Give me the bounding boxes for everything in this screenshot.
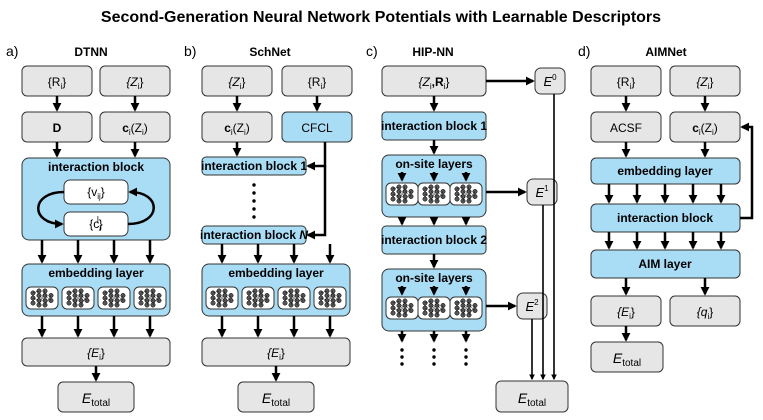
hipnn-onsite-2-inner-arrows [397, 286, 471, 296]
hipnn-ellipsis [397, 331, 471, 366]
hipnn-arrows-to-total [529, 94, 557, 381]
schnet-arrow-cfcl-ib1 [306, 142, 327, 171]
schnet-embedding-layer-label: embedding layer [228, 266, 324, 280]
network-icon [449, 296, 483, 320]
aimnet-feedback-arrow [740, 122, 754, 220]
panel-d-aimnet: d) AIMNet {Ri} {Zi} ACSF ci(Zi) embeddin… [578, 43, 754, 373]
dtnn-input-r: {Ri} [48, 75, 66, 91]
network-icon [133, 286, 167, 310]
aimnet-arrows-ib-aim [604, 232, 726, 250]
schnet-arrow-cfcl-ibn [306, 166, 327, 240]
schnet-arrows-ibn-el [217, 244, 335, 264]
dtnn-cil: {cil} [89, 215, 103, 233]
dtnn-descriptor: D [53, 121, 62, 135]
hipnn-e1-box [526, 178, 558, 206]
aimnet-interaction-block-label: interaction block [617, 211, 713, 225]
panel-a-label: a) [6, 43, 18, 59]
dtnn-loop-left [37, 190, 65, 229]
hipnn-arrows-ol1-ib2 [397, 216, 471, 226]
dtnn-embedding-layer-label: embedding layer [48, 266, 144, 280]
network-icon [97, 286, 131, 310]
aimnet-aim-layer [590, 249, 741, 279]
schnet-cfcl: CFCL [301, 121, 333, 135]
panel-a-name: DTNN [74, 45, 107, 59]
panel-d-name: AIMNet [645, 45, 686, 59]
dtnn-vij: {vij} [87, 185, 105, 201]
network-icon [417, 182, 451, 206]
dtnn-total: Etotal [82, 390, 110, 409]
panel-c-name: HIP-NN [412, 45, 453, 59]
schnet-cfcl-box [281, 111, 353, 143]
network-icon [241, 286, 275, 310]
network-icon [205, 286, 239, 310]
dtnn-interaction-block-label: interaction block [48, 160, 144, 174]
aimnet-embed-fn: ci(Zi) [692, 121, 718, 137]
network-icon [313, 286, 347, 310]
panel-b-name: SchNet [249, 45, 290, 59]
aimnet-input-z: {Zi} [696, 75, 713, 91]
hipnn-e1: E1 [535, 184, 549, 200]
schnet-interaction-block-1 [201, 156, 307, 176]
network-icon [449, 182, 483, 206]
aimnet-input-r: {Ri} [617, 75, 635, 91]
dtnn-loop-right [127, 187, 155, 226]
schnet-embedding-layer [201, 263, 351, 317]
schnet-total: Etotal [262, 390, 290, 409]
network-icon [417, 296, 451, 320]
schnet-ellipsis [252, 183, 256, 219]
hipnn-e0: E0 [543, 73, 557, 89]
dtnn-embed-fn: ci(Zi) [122, 121, 148, 137]
hipnn-e2: E2 [525, 298, 539, 314]
hipnn-interaction-block-2-label: interaction block 2 [381, 233, 487, 247]
schnet-interaction-block-1-label: interaction block 1 [201, 159, 307, 173]
hipnn-onsite-layers-1-label: on-site layers [395, 157, 473, 171]
dtnn-energies: {Ei} [87, 346, 105, 362]
schnet-input-z: {Zi} [228, 75, 245, 91]
dtnn-arrows-ib-el [37, 240, 155, 264]
hipnn-onsite-layers-2-label: on-site layers [395, 271, 473, 285]
aimnet-total-box [590, 341, 664, 373]
hipnn-total-box [495, 380, 569, 413]
dtnn-embedding-layer [21, 263, 171, 317]
panel-a-dtnn: a) DTNN {Ri} {Zi} D ci(Zi) interaction b… [6, 43, 171, 413]
panel-c-label: c) [366, 43, 378, 59]
dtnn-input-z: {Zi} [126, 75, 143, 91]
panel-d-label: d) [578, 43, 590, 59]
dtnn-arrows-el-ei [37, 316, 155, 338]
schnet-input-r: {Ri} [308, 75, 326, 91]
panel-b-schnet: b) SchNet {Zi} {Ri} ci(Zi) CFCL interact… [184, 43, 353, 413]
aimnet-acsf: ACSF [610, 121, 642, 135]
panel-c-hipnn: c) HIP-NN {Zi,Ri} E0 interaction block 1… [366, 43, 569, 413]
network-icon [25, 286, 59, 310]
hipnn-total: Etotal [518, 390, 546, 409]
network-icon [277, 286, 311, 310]
aimnet-charges: {qi} [697, 305, 713, 321]
schnet-embed-fn: ci(Zi) [224, 121, 250, 137]
schnet-interaction-block-n-label: interaction block N [200, 228, 308, 242]
aimnet-total: Etotal [613, 350, 641, 369]
schnet-energies: {Ei} [267, 346, 285, 362]
network-icon [385, 296, 419, 320]
aimnet-energies: {Ei} [617, 305, 635, 321]
schnet-arrows-el-ei [217, 316, 335, 338]
aimnet-embedding-layer-label: embedding layer [617, 164, 713, 178]
aimnet-aim-layer-label: AIM layer [638, 257, 692, 271]
network-icon [61, 286, 95, 310]
aimnet-charges-box [669, 295, 741, 327]
hipnn-interaction-block-1-label: interaction block 1 [381, 119, 487, 133]
figure-title: Second-Generation Neural Network Potenti… [101, 9, 661, 26]
hipnn-input: {Zi,Ri} [419, 75, 450, 91]
schnet-total-box [237, 381, 315, 413]
hipnn-e0-box [534, 67, 566, 95]
panel-b-label: b) [184, 43, 196, 59]
schnet-interaction-block-n [201, 225, 307, 245]
aimnet-arrows-el-ib [604, 184, 726, 204]
network-icon [385, 182, 419, 206]
hipnn-onsite-1-inner-arrows [397, 172, 471, 182]
dtnn-total-box [57, 381, 135, 413]
